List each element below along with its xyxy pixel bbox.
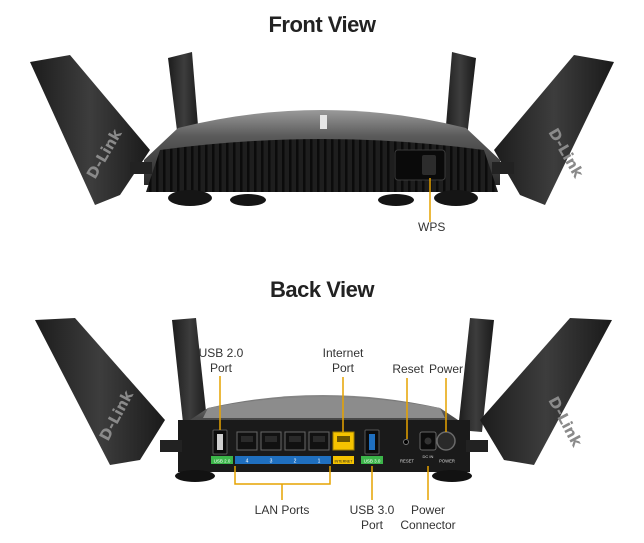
lan-number-4: 4 [246, 459, 249, 465]
front-router-body [130, 110, 514, 206]
front-view-title: Front View [268, 12, 376, 37]
internet-port-label: Internet Port [316, 346, 370, 376]
powercon-label-line2: Connector [400, 518, 456, 532]
reset-label: Reset [392, 362, 424, 376]
usb2-label-line2: Port [209, 361, 232, 375]
front-antenna-left-outer [30, 55, 150, 205]
back-antenna-left-inner [172, 318, 208, 432]
usb3-label-line1: USB 3.0 [349, 503, 395, 517]
front-antenna-right-outer [494, 55, 614, 205]
lan-ports-label: LAN Ports [254, 503, 310, 517]
usb2-tag: USB 2.0 [214, 459, 231, 464]
usb3-port-label: USB 3.0 Port [346, 503, 398, 533]
reset-hole [403, 439, 409, 445]
wps-label: WPS [418, 220, 446, 234]
callout-lines [219, 376, 447, 500]
internet-label-line1: Internet [322, 346, 364, 360]
lan-ports [236, 431, 330, 451]
back-antenna-right-inner [458, 318, 494, 432]
power-label: Power [428, 362, 463, 376]
back-antenna-right-outer [480, 318, 612, 465]
internet-tag: INTERNET [335, 460, 354, 464]
back-port-panel: USB 2.0 4 3 2 1 INTERNET USB 3.0 RESET D… [211, 429, 456, 465]
internet-label-line2: Port [331, 361, 354, 375]
power-button [436, 431, 456, 451]
power-connector-label: Power Connector [396, 503, 460, 533]
usb3-tag: USB 3.0 [364, 459, 381, 464]
power-tag: POWER [439, 459, 455, 464]
dcin-tag: DC IN [423, 454, 434, 459]
usb3-label-line2: Port [360, 518, 383, 532]
back-antenna-left-outer [35, 318, 165, 465]
back-view-title: Back View [270, 277, 374, 302]
powercon-label-line1: Power [410, 503, 445, 517]
lan-number-1: 1 [318, 459, 321, 465]
lan-number-3: 3 [270, 459, 273, 465]
usb2-port-label: USB 2.0 Port [196, 346, 246, 376]
lan-number-2: 2 [294, 459, 297, 465]
usb2-label-line1: USB 2.0 [198, 346, 244, 360]
reset-tag: RESET [400, 459, 414, 464]
